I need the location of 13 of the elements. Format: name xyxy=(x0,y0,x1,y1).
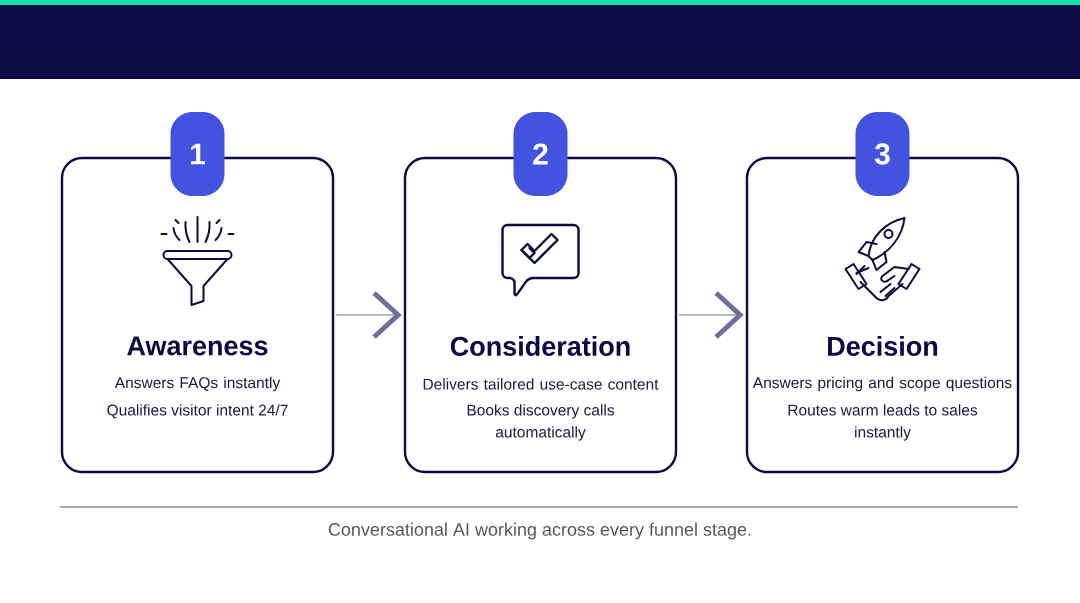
number-badge: 1 xyxy=(170,112,225,196)
stage-title: Consideration xyxy=(450,336,630,356)
number-badge: 3 xyxy=(855,112,910,196)
stage-title: Awareness xyxy=(127,336,268,356)
benefit-text: Books discovery calls automatically xyxy=(467,404,614,441)
number-badge: 2 xyxy=(513,112,568,196)
benefit-text: Routes warm leads to sales instantly xyxy=(788,404,978,441)
benefit-text: Answers FAQs instantly xyxy=(114,376,281,392)
benefit-text: Qualifies visitor intent 24/7 xyxy=(107,404,288,419)
benefit-text: Answers pricing and scope questions xyxy=(752,376,1012,392)
caption: Conversational AI working across every funnel stage. xyxy=(328,522,751,540)
benefit-text: Delivers tailored use-case content xyxy=(423,378,659,390)
stage-title: Decision xyxy=(828,336,938,356)
